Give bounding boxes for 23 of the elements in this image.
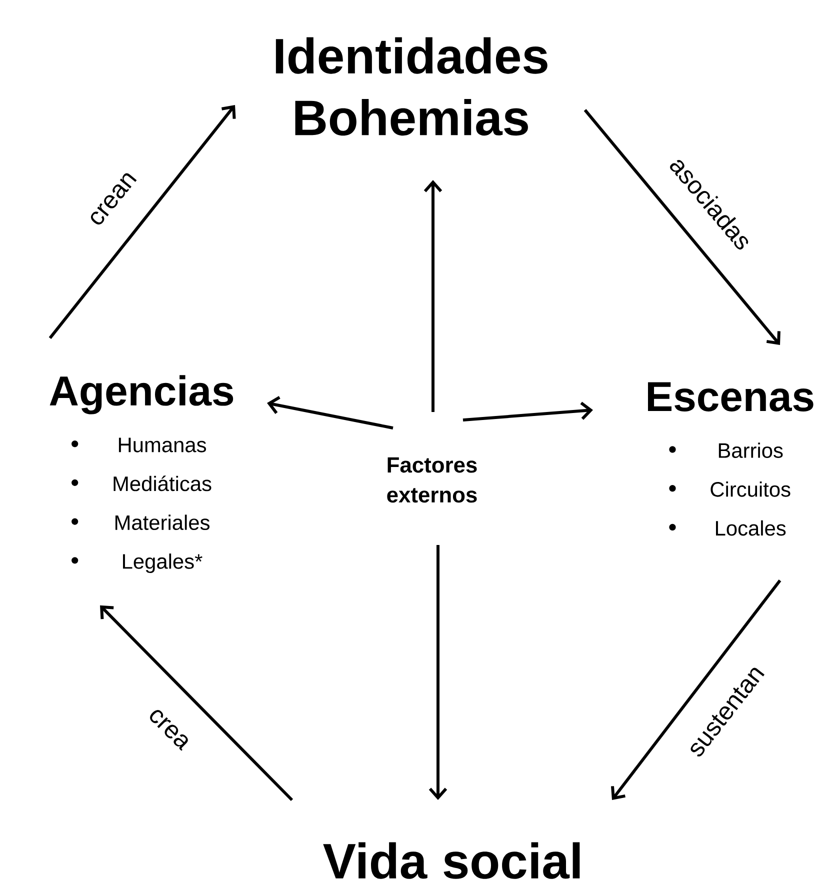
node-label: Humanas bbox=[118, 438, 206, 452]
center-text: Factores externos bbox=[387, 457, 477, 503]
node-label: Circuitos bbox=[710, 481, 790, 497]
arrow bbox=[100, 605, 294, 802]
arrow bbox=[48, 105, 236, 339]
edge-label: crea bbox=[146, 706, 192, 752]
arrow bbox=[428, 545, 448, 800]
node-label: Legales* bbox=[123, 554, 202, 574]
title-text: Vida social bbox=[323, 842, 580, 879]
title-text: Identidades Bohemias bbox=[276, 37, 548, 136]
heading-with-list: Agencias Humanas Mediáticas Materiales Legales* bbox=[50, 375, 234, 574]
node-label: Barrios bbox=[718, 442, 783, 458]
node-label: Materiales bbox=[115, 514, 210, 530]
node-label: Agencias bbox=[50, 375, 234, 414]
arrow bbox=[610, 580, 782, 800]
node-label: Locales bbox=[716, 520, 786, 536]
heading-with-list: Escenas Barrios Circuitos Locales bbox=[648, 382, 814, 536]
node-label: Escenas bbox=[648, 382, 814, 412]
arrow bbox=[462, 402, 593, 422]
arrow bbox=[267, 396, 394, 430]
arrow bbox=[584, 109, 780, 345]
node-label: Mediáticas bbox=[114, 476, 212, 492]
arrow bbox=[424, 180, 442, 412]
